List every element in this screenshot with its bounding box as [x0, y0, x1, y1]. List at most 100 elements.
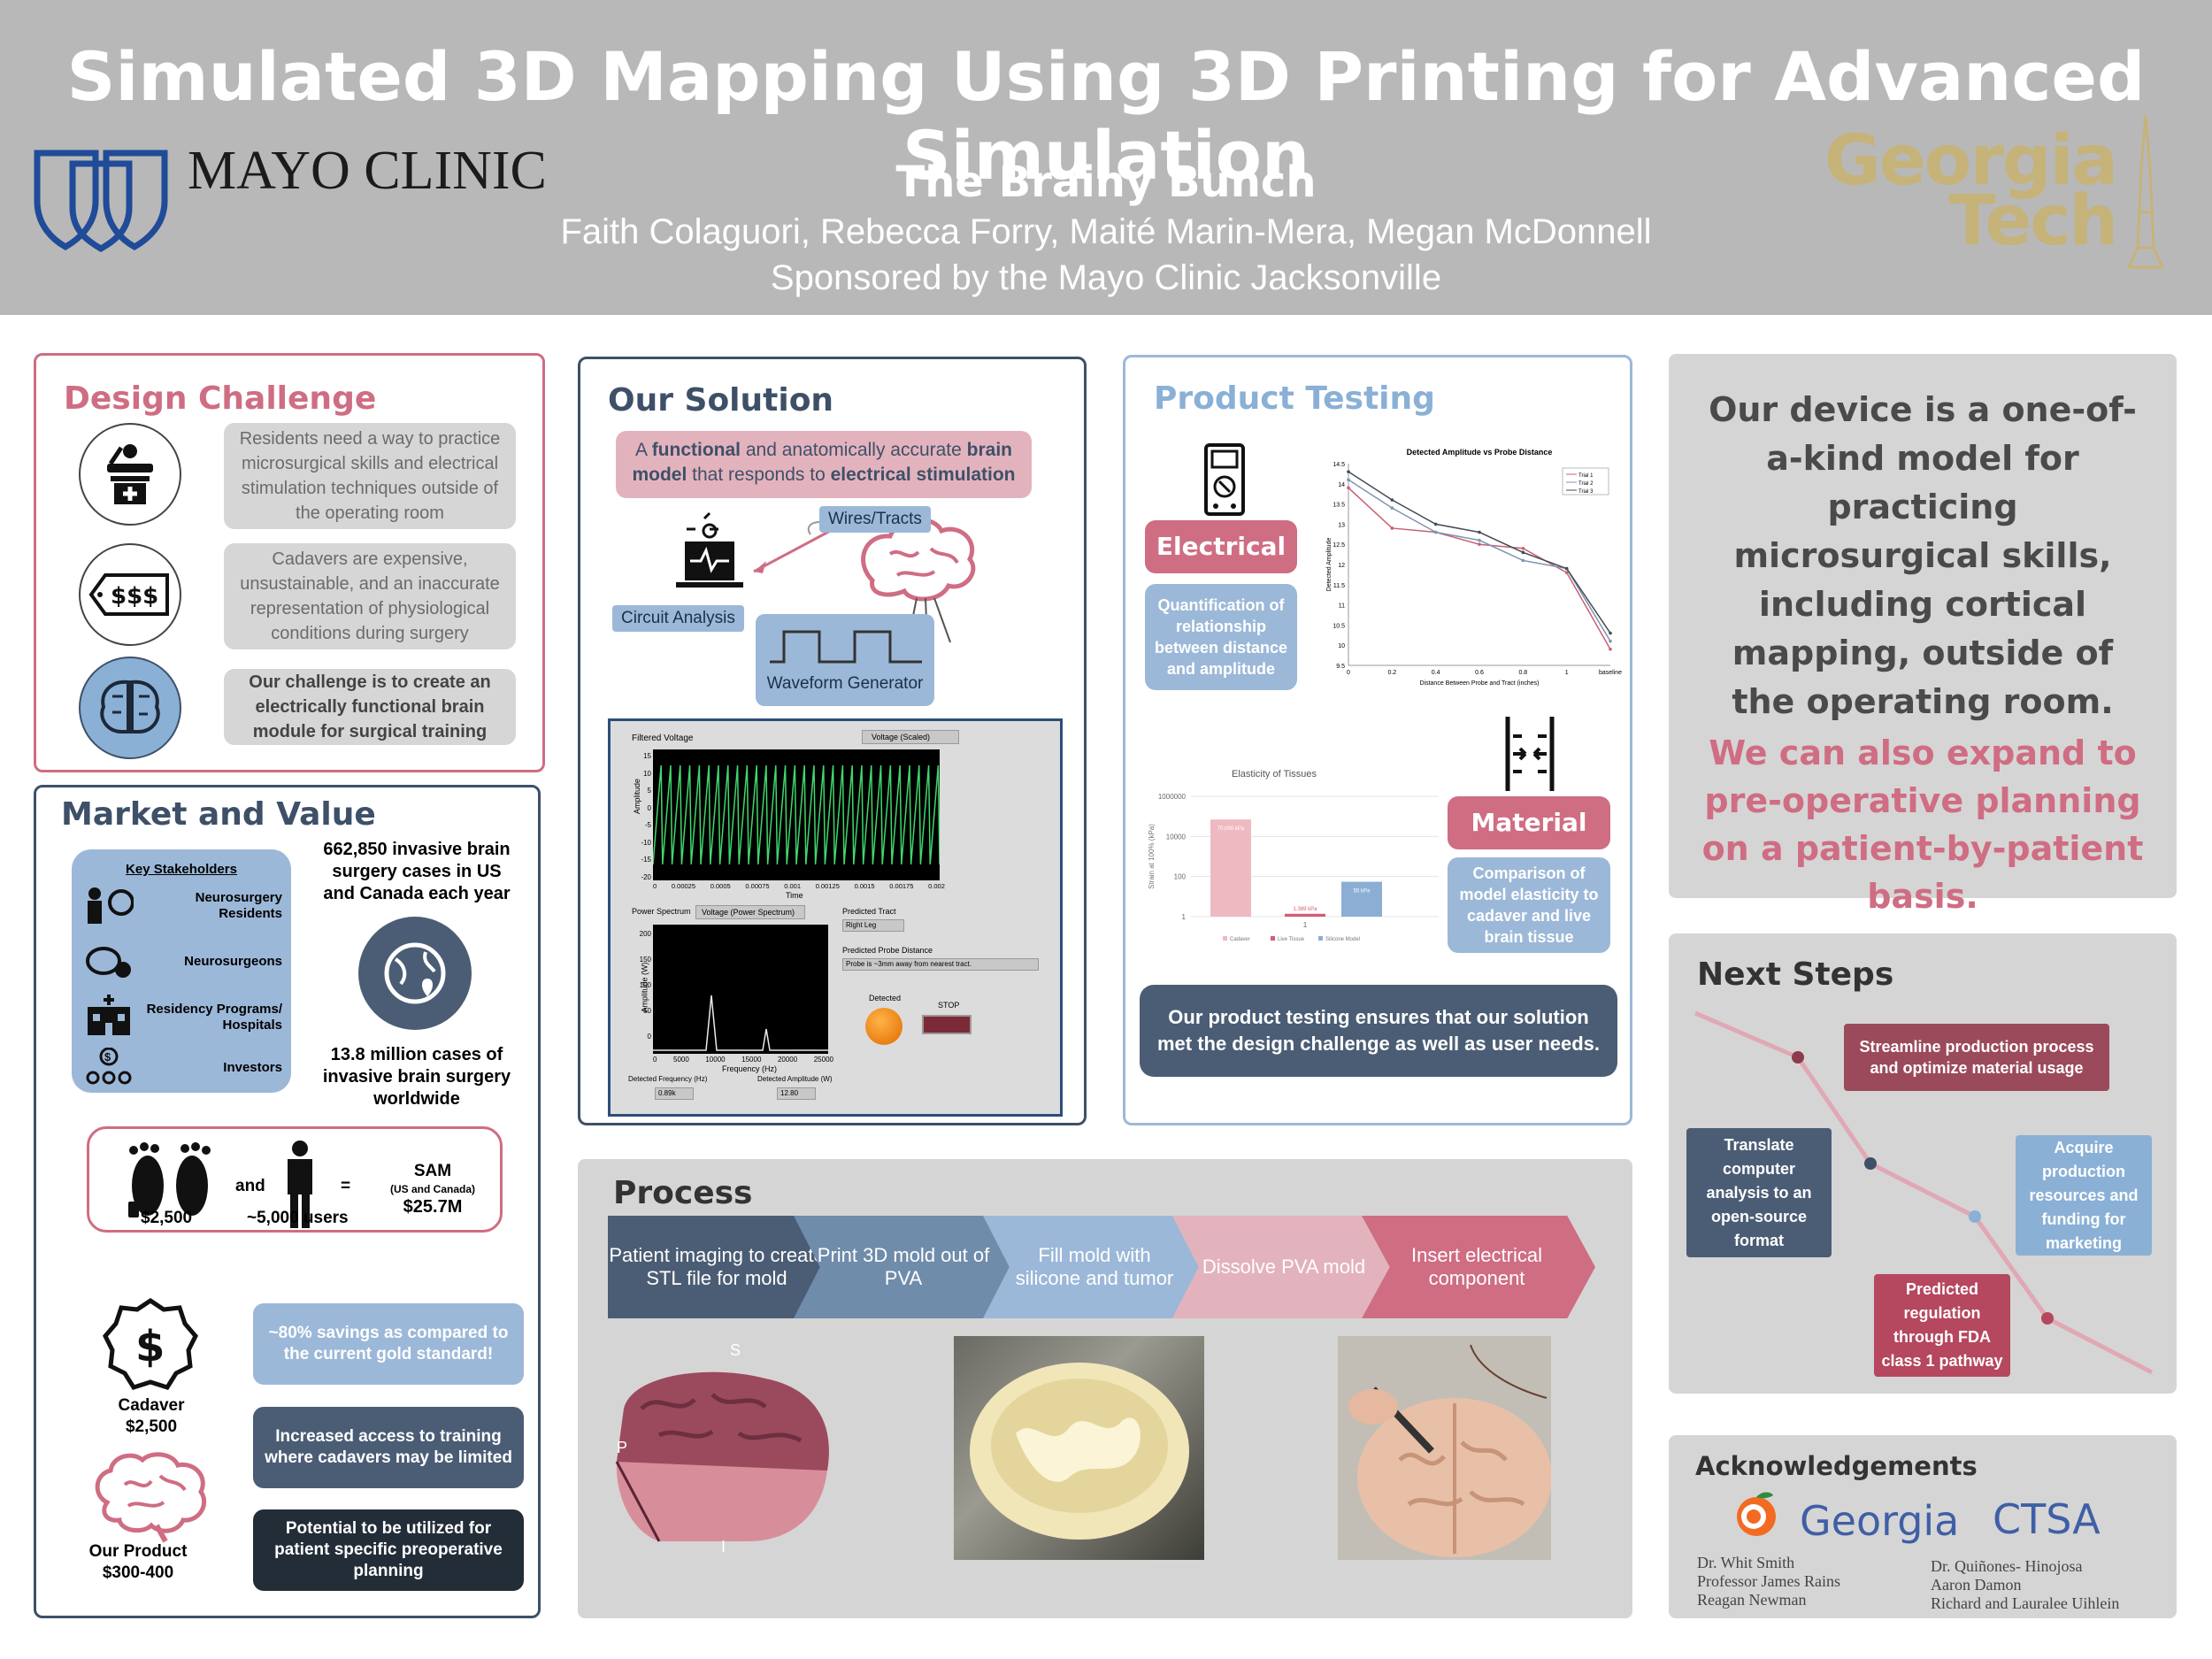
- header-banner: Simulated 3D Mapping Using 3D Printing f…: [0, 0, 2212, 315]
- stakeholder-4: Investors: [223, 1060, 282, 1075]
- y-tick: 13: [1338, 522, 1345, 528]
- stop-button[interactable]: [922, 1015, 972, 1034]
- x-tick: 0.0015: [854, 882, 875, 890]
- users-count: ~5,000 users: [247, 1209, 349, 1227]
- acknowledgements-title: Acknowledgements: [1695, 1451, 1978, 1481]
- product-testing-panel: Product Testing Electrical Quantificatio…: [1123, 355, 1632, 1125]
- our-solution-title: Our Solution: [608, 382, 834, 419]
- data-point: [1521, 550, 1525, 555]
- team-name: The Brainy Bunch: [895, 157, 1317, 207]
- legend-label: Cadaver: [1230, 937, 1250, 942]
- y-tick: 0: [647, 803, 651, 812]
- data-point: [1521, 546, 1525, 550]
- process-step-3: Fill mold with silicone and tumor: [983, 1216, 1202, 1318]
- electrical-badge: Electrical: [1145, 520, 1297, 573]
- data-point: [1433, 522, 1438, 526]
- power-scale-selector[interactable]: Voltage (Power Spectrum): [695, 905, 805, 919]
- globe-icon: [358, 917, 472, 1030]
- process-step-1: Patient imaging to create STL file for m…: [608, 1216, 826, 1318]
- ack-name: Richard and Lauralee Uihlein: [1931, 1594, 2120, 1612]
- detected-led: [865, 1008, 902, 1045]
- labview-screenshot: Filtered Voltage Voltage (Scaled) Amplit…: [608, 718, 1063, 1117]
- detected-label: Detected: [869, 994, 902, 1002]
- x-tick: 0.00175: [889, 882, 914, 890]
- y-tick: 0: [647, 1033, 651, 1041]
- product-cost: Our Product$300-400: [88, 1542, 188, 1582]
- brain-circuit-icon: [79, 657, 181, 759]
- y-tick: 10.5: [1333, 623, 1345, 629]
- sam-value: $25.7M: [403, 1197, 463, 1217]
- x-tick: 0.4: [1432, 670, 1440, 676]
- bar: [1285, 913, 1325, 917]
- y-tick: 200: [639, 930, 651, 938]
- data-point: [1564, 566, 1569, 571]
- power-spectrum-label: Power Spectrum: [632, 907, 691, 916]
- cadaver-cost: Cadaver$2,500: [118, 1396, 185, 1436]
- data-point: [1347, 486, 1350, 490]
- data-point: [1478, 530, 1481, 534]
- compression-icon: [1505, 717, 1555, 791]
- y-tick: 1000000: [1158, 793, 1187, 801]
- svg-text:$: $: [135, 1322, 165, 1371]
- world-cases-text: 13.8 million cases of invasive brain sur…: [322, 1045, 511, 1109]
- stakeholders-box: Key Stakeholders Neurosurgery Residents …: [72, 849, 291, 1093]
- material-badge: Material: [1448, 796, 1610, 849]
- x-tick: 0.002: [928, 882, 945, 890]
- data-point: [1564, 571, 1569, 574]
- x-tick: 0: [653, 882, 657, 890]
- data-point: [1390, 526, 1394, 530]
- x-tick: 0.6: [1475, 670, 1484, 676]
- mayo-shield-logo: [34, 150, 168, 252]
- predicted-distance-label: Predicted Probe Distance: [842, 946, 933, 955]
- x-tick: 0.00025: [671, 882, 696, 890]
- surgery-icon: [79, 423, 181, 526]
- solution-statement: A functional and anatomically accurate b…: [616, 431, 1032, 498]
- x-tick: 0.2: [1387, 670, 1396, 676]
- x-tick: 1: [1303, 921, 1308, 929]
- x-tick: 0: [653, 1056, 657, 1064]
- data-point: [1478, 542, 1481, 546]
- orientation-s: S: [730, 1341, 741, 1359]
- filtered-voltage-label: Filtered Voltage: [632, 733, 694, 743]
- y-tick: 5: [647, 787, 651, 795]
- testing-summary: Our product testing ensures that our sol…: [1140, 985, 1617, 1077]
- y-tick: 10: [1338, 643, 1345, 649]
- challenge-item-2: Cadavers are expensive, unsustainable, a…: [224, 543, 516, 649]
- chart-title: Elasticity of Tissues: [1232, 769, 1317, 780]
- bar: [1210, 819, 1251, 917]
- process-title: Process: [613, 1175, 753, 1211]
- x-tick: 1: [1565, 670, 1569, 676]
- square-wave-icon: [770, 630, 922, 664]
- data-point: [1609, 639, 1612, 643]
- x-tick: 20000: [777, 1056, 798, 1064]
- data-point: [1433, 530, 1438, 534]
- resident-icon: [88, 887, 134, 924]
- benefit-2: Increased access to training where cadav…: [253, 1407, 524, 1488]
- acknowledgements-panel: Acknowledgements Georgia CTSA Dr. Whit S…: [1669, 1435, 2177, 1618]
- authors: Faith Colaguori, Rebecca Forry, Maité Ma…: [560, 212, 1652, 251]
- x-tick: 15000: [741, 1056, 762, 1064]
- data-point: [1609, 647, 1612, 651]
- device-statement-panel: Our device is a one-of-a-kind model for …: [1669, 354, 2177, 916]
- y-tick: -15: [641, 856, 651, 864]
- y-tick: 150: [639, 956, 651, 964]
- material-description: Comparison of model elasticity to cadave…: [1448, 857, 1610, 953]
- data-label: 55 kPa: [1354, 889, 1371, 895]
- predicted-tract-value: Right Leg: [842, 919, 904, 932]
- x-tick: 0.8: [1518, 670, 1527, 676]
- sponsor: Sponsored by the Mayo Clinic Jacksonvill…: [770, 258, 1442, 297]
- waveform-generator-label: Waveform Generator: [766, 674, 924, 693]
- our-solution-panel: Our Solution A functional and anatomical…: [578, 357, 1087, 1125]
- next-steps-title: Next Steps: [1697, 956, 1894, 993]
- y-axis-label: Detected Amplitude: [1326, 538, 1333, 592]
- dollar-badge-icon: $: [103, 1297, 198, 1390]
- x-tick: 0.0005: [710, 882, 731, 890]
- y-tick: 11: [1339, 603, 1345, 610]
- voltage-scaled-selector[interactable]: Voltage (Scaled): [862, 730, 959, 744]
- price-tag-icon: $$$: [79, 543, 181, 646]
- price-value: $2,500: [141, 1209, 193, 1227]
